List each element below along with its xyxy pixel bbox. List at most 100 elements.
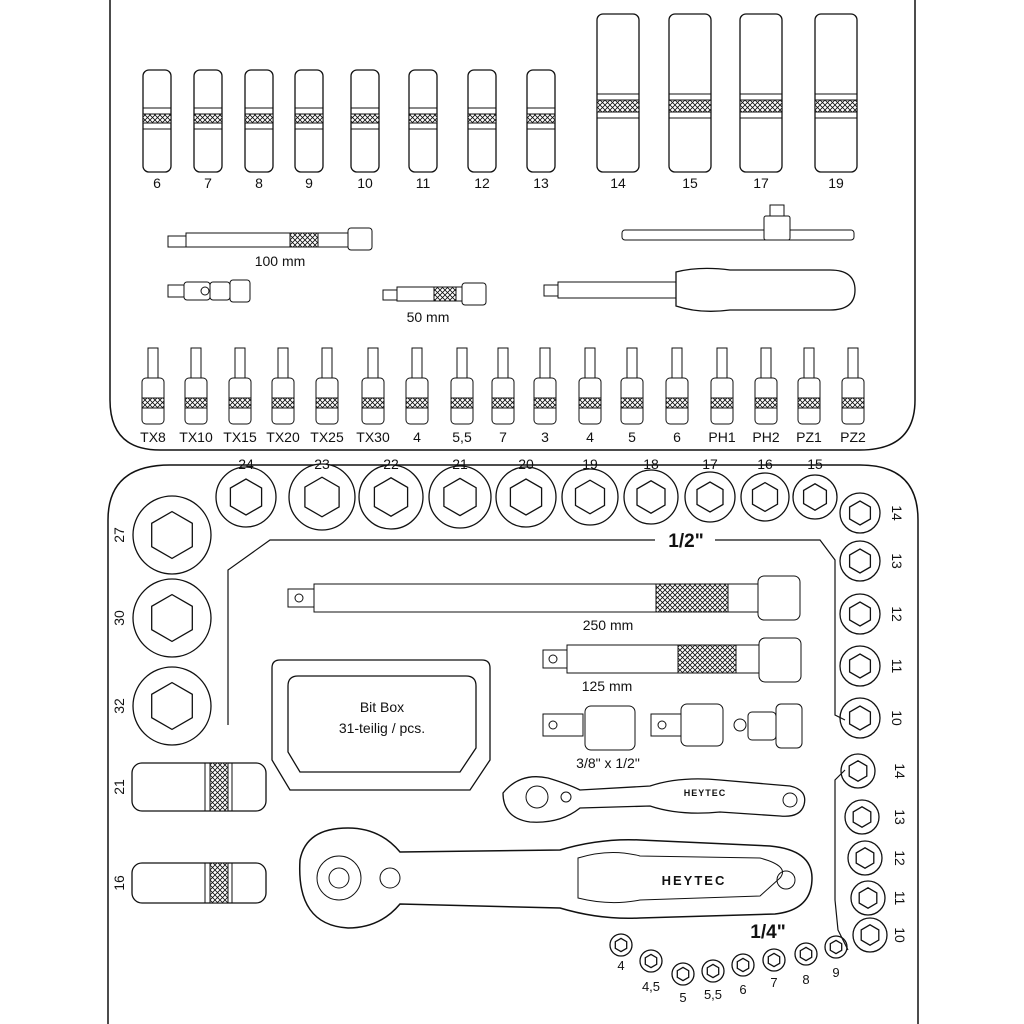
- bit-box-title: Bit Box: [360, 699, 404, 715]
- quarter-socket-label-5: 5: [679, 990, 686, 1005]
- half-socket-label-17: 17: [702, 456, 718, 472]
- bit-label-TX8: TX8: [140, 429, 166, 445]
- deep-socket-label-11: 11: [416, 175, 431, 191]
- bit-label-7: 7: [499, 429, 507, 445]
- quarter-right-socket-label-12: 12: [892, 850, 908, 866]
- quarter-inch-divider: [834, 769, 849, 951]
- quarter-right-socket-label-11: 11: [892, 891, 908, 906]
- half-socket-label-23: 23: [314, 456, 330, 472]
- bit-label-PH1: PH1: [708, 429, 735, 445]
- lower-tray-outline: [107, 464, 919, 1024]
- bit-5,5: [450, 347, 474, 425]
- half-right-socket-10: [839, 697, 881, 739]
- upper-tools: [167, 204, 856, 312]
- extension-125-label: 125 mm: [582, 678, 633, 694]
- half-large-socket-label-30: 30: [111, 610, 127, 626]
- bit-label-PH2: PH2: [752, 429, 779, 445]
- deep-socket-label-12: 12: [474, 175, 490, 191]
- half-socket-label-20: 20: [518, 456, 534, 472]
- half-inch-divider: [227, 539, 846, 725]
- quarter-socket-6: [731, 953, 755, 977]
- deep-socket-12: [467, 69, 497, 173]
- quarter-socket-label-8: 8: [802, 972, 809, 987]
- bit-TX20: [271, 347, 295, 425]
- quarter-right-socket-12: [847, 840, 883, 876]
- deep-socket-7: [193, 69, 223, 173]
- extension-100-label: 100 mm: [255, 253, 306, 269]
- quarter-socket-4,5: [639, 949, 663, 973]
- half-right-socket-12: [839, 593, 881, 635]
- bit-label-3: 3: [541, 429, 549, 445]
- bit-label-5,5: 5,5: [452, 429, 472, 445]
- half-socket-18: [623, 469, 679, 525]
- half-socket-label-21: 21: [452, 456, 468, 472]
- half-large-socket-32: [132, 666, 212, 746]
- half-socket-23: [288, 463, 356, 531]
- quarter-right-socket-10: [852, 917, 888, 953]
- bit-label-PZ1: PZ1: [796, 429, 822, 445]
- bit-label-TX30: TX30: [356, 429, 390, 445]
- bit-PH1: [710, 347, 734, 425]
- large-ratchet-brand: HEYTEC: [662, 873, 727, 888]
- half-right-socket-label-13: 13: [889, 553, 905, 569]
- quarter-right-socket-label-13: 13: [892, 809, 908, 825]
- upper-tray-outline: [109, 0, 916, 451]
- half-socket-label-18: 18: [643, 456, 659, 472]
- quarter-socket-label-6: 6: [739, 982, 746, 997]
- deep-socket-label-10: 10: [357, 175, 373, 191]
- deep-socket-13: [526, 69, 556, 173]
- quarter-right-socket-11: [850, 880, 886, 916]
- extension-250-label: 250 mm: [583, 617, 634, 633]
- quarter-inch-label: 1/4": [750, 922, 785, 943]
- half-socket-label-16: 16: [757, 456, 773, 472]
- quarter-socket-8: [794, 942, 818, 966]
- deep-socket-label-17: 17: [753, 175, 769, 191]
- bit-TX15: [228, 347, 252, 425]
- bit-label-TX10: TX10: [179, 429, 213, 445]
- deep-socket-15: [668, 13, 712, 173]
- deep-socket-8: [244, 69, 274, 173]
- extension-50-label: 50 mm: [407, 309, 450, 325]
- half-large-socket-label-27: 27: [111, 527, 127, 543]
- small-ratchet-brand: HEYTEC: [684, 788, 727, 798]
- bit-PH2: [754, 347, 778, 425]
- bit-label-TX25: TX25: [310, 429, 344, 445]
- half-socket-19: [561, 468, 619, 526]
- bit-PZ2: [841, 347, 865, 425]
- bit-box-outer: [271, 659, 491, 791]
- quarter-socket-9: [824, 935, 848, 959]
- half-socket-22: [358, 464, 424, 530]
- half-socket-17: [684, 471, 736, 523]
- half-deep-socket-21: [131, 762, 267, 812]
- bit-box-inner: [287, 675, 477, 773]
- deep-socket-label-19: 19: [828, 175, 844, 191]
- quarter-socket-label-5,5: 5,5: [704, 987, 722, 1002]
- half-large-socket-30: [132, 578, 212, 658]
- bit-TX8: [141, 347, 165, 425]
- bit-3: [533, 347, 557, 425]
- deep-socket-6: [142, 69, 172, 173]
- quarter-right-socket-label-14: 14: [892, 763, 908, 779]
- deep-socket-9: [294, 69, 324, 173]
- deep-socket-label-6: 6: [153, 175, 161, 191]
- deep-socket-label-13: 13: [533, 175, 549, 191]
- bit-box-count: 31-teilig / pcs.: [339, 720, 425, 736]
- half-socket-label-19: 19: [582, 456, 598, 472]
- deep-socket-label-14: 14: [610, 175, 626, 191]
- half-right-socket-label-11: 11: [889, 659, 905, 674]
- bit-label-5: 5: [628, 429, 636, 445]
- bit-TX10: [184, 347, 208, 425]
- bit-4: [405, 347, 429, 425]
- half-right-socket-14: [839, 492, 881, 534]
- deep-socket-label-8: 8: [255, 175, 263, 191]
- bit-PZ1: [797, 347, 821, 425]
- bit-label-6: 6: [673, 429, 681, 445]
- deep-socket-label-9: 9: [305, 175, 313, 191]
- half-right-socket-label-10: 10: [889, 710, 905, 726]
